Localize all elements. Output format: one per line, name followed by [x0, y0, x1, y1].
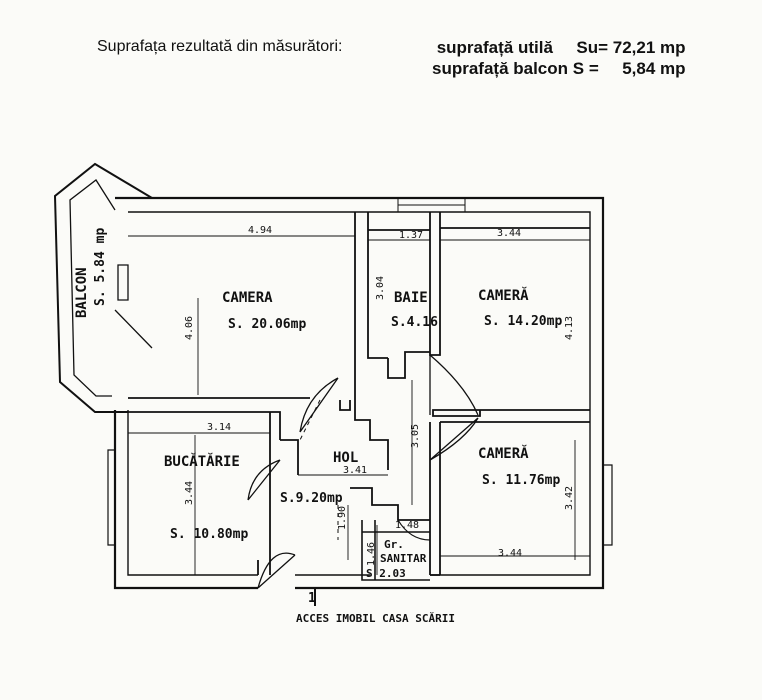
room-name-baie: BAIE — [394, 290, 428, 306]
dim-sanitar-top: 1.48 — [395, 520, 419, 531]
balcony-area-row: suprafață balcon S = 5,84 mp — [432, 58, 686, 79]
room-name-bucatarie: BUCĂTĂRIE — [164, 452, 240, 470]
door-hall — [299, 377, 339, 433]
door-camera2 — [429, 354, 479, 416]
room-area-camera3: S. 11.76mp — [482, 473, 560, 488]
useful-area-row: suprafață utilă Su= 72,21 mp — [432, 37, 686, 58]
wall-camera2 — [432, 227, 590, 423]
room-area-baie: S.4.16 — [391, 315, 438, 330]
dashed-swing — [299, 399, 339, 540]
room-name-camera2: CAMERĂ — [478, 286, 529, 304]
window-right — [603, 464, 613, 546]
useful-area-value: 72,21 mp — [612, 38, 686, 57]
room-area-camera2: S. 14.20mp — [484, 314, 562, 329]
wall-camera3 — [429, 422, 441, 576]
door-entrance — [257, 552, 296, 589]
dim-hol-top: 3.41 — [343, 465, 367, 476]
entrance-label: ACCES IMOBIL CASA SCĂRII — [296, 612, 455, 625]
outer-wall-inner — [127, 211, 591, 576]
room-name-camera3: CAMERĂ — [478, 444, 529, 462]
dim-camera1-top: 4.94 — [248, 225, 272, 236]
entrance-marker: 1 — [308, 591, 316, 606]
outer-wall — [113, 196, 605, 590]
room-area-balcon: S. 5.84 mp — [93, 228, 108, 306]
balcony-wall-inner — [69, 179, 116, 397]
useful-area-symbol: Su= — [576, 38, 609, 57]
door-kitchen — [247, 459, 281, 501]
wall-kitchen — [128, 411, 281, 575]
room-area-bucatarie: S. 10.80mp — [170, 527, 248, 542]
room-area-sanitar: S 2.03 — [366, 567, 406, 580]
balcony-door — [114, 264, 153, 349]
window-left — [107, 449, 115, 546]
dim-camera3-bottom: 3.44 — [498, 548, 522, 559]
dim-camera1-side: 4.06 — [184, 316, 195, 340]
wall-baie — [368, 212, 441, 379]
dim-camera3-side: 3.42 — [564, 486, 575, 510]
dimension-lines — [128, 235, 591, 575]
room-name-camera1: CAMERA — [222, 290, 273, 306]
wall-hall — [280, 400, 430, 521]
window-top — [397, 198, 466, 212]
room-name-sanitar-1: Gr. — [384, 538, 404, 551]
walls — [53, 162, 613, 606]
room-area-camera1: S. 20.06mp — [228, 317, 306, 332]
useful-area-label: suprafață utilă — [436, 38, 553, 57]
dim-camera2-top: 3.44 — [497, 228, 521, 239]
wall-sanitar — [361, 520, 430, 581]
area-summary: suprafață utilă Su= 72,21 mp suprafață b… — [432, 37, 686, 79]
dim-baie-side: 3.04 — [375, 276, 386, 300]
dim-bucatarie-side: 3.44 — [184, 481, 195, 505]
dim-hol-small: 1.90 — [337, 506, 348, 530]
dim-hol-side: 3.05 — [410, 424, 421, 448]
balcony-wall — [53, 162, 156, 413]
dim-bucatarie-top: 3.14 — [207, 422, 231, 433]
room-area-hol: S.9.20mp — [280, 491, 343, 506]
balcony-area-value: 5,84 mp — [622, 59, 686, 78]
room-name-balcon: BALCON — [74, 267, 90, 318]
dim-camera2-side: 4.13 — [564, 316, 575, 340]
dim-baie-top: 1.37 — [399, 230, 423, 241]
dim-sanitar-side: 1.46 — [366, 542, 377, 566]
door-camera3 — [429, 417, 479, 461]
measurement-label: Suprafața rezultată din măsurători: — [97, 38, 343, 55]
room-name-sanitar-2: SANITAR — [380, 552, 427, 565]
wall-camera1 — [128, 212, 388, 400]
door-sanitar — [397, 519, 431, 541]
room-name-hol: HOL — [333, 450, 358, 466]
balcony-area-label: suprafață balcon S = — [432, 59, 599, 78]
